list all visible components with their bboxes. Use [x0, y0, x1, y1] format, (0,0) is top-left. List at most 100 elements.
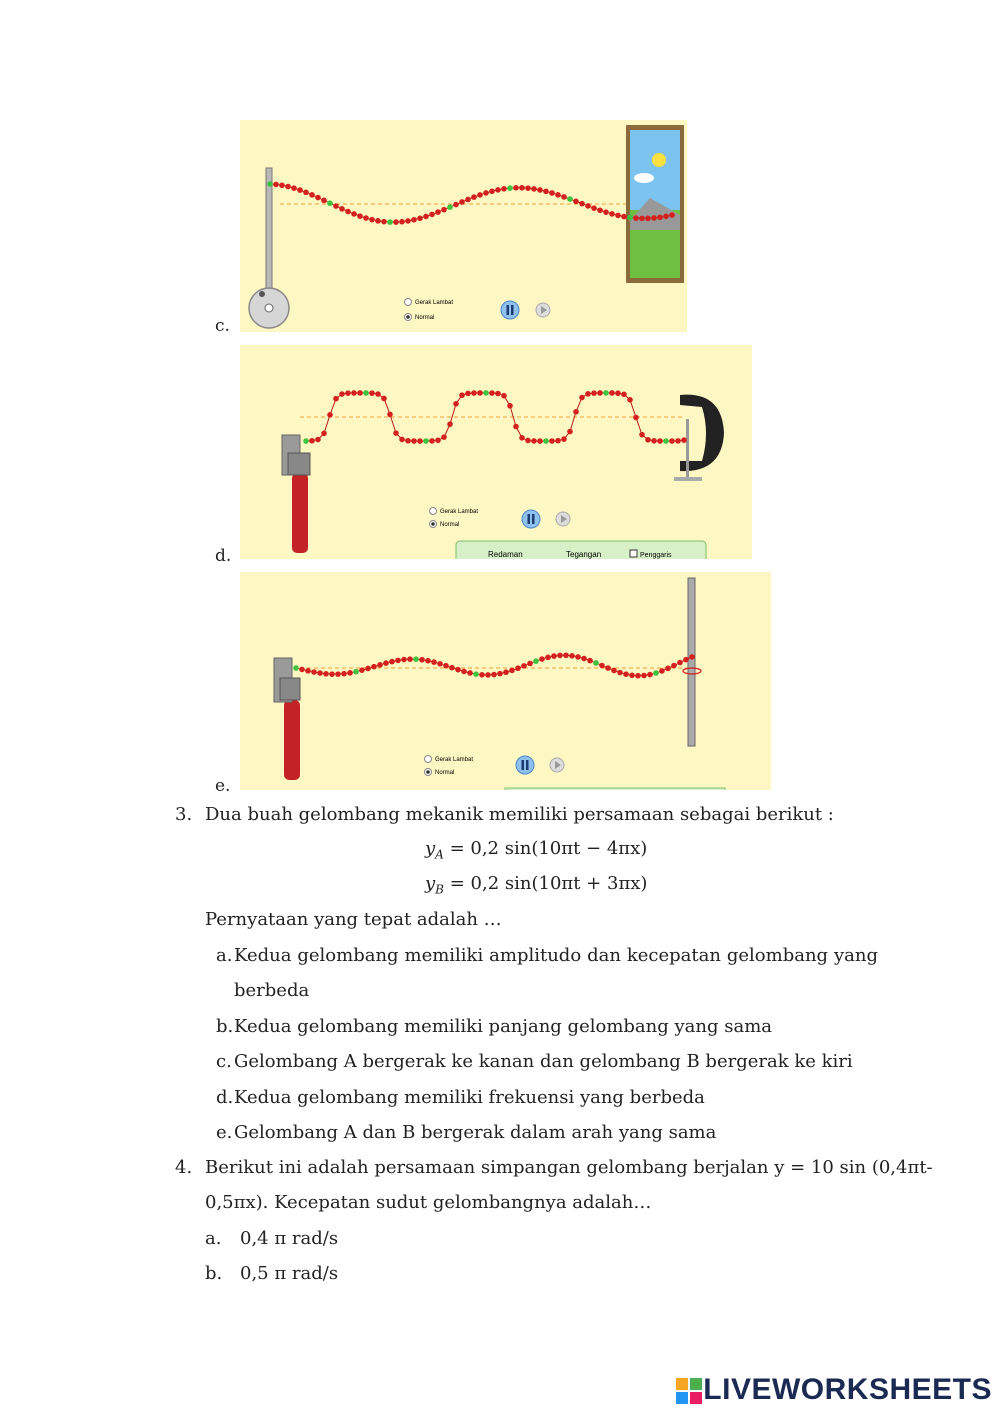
clamp-body [680, 394, 724, 472]
brand-text: LIVEWORKSHEETS [703, 1373, 992, 1406]
bead [527, 660, 533, 667]
pause-icon-bar1 [527, 514, 530, 524]
panel-e-label: e. [215, 776, 231, 796]
bead [471, 390, 477, 396]
bead [335, 671, 341, 677]
bead [285, 183, 291, 190]
marker-bead [267, 181, 273, 187]
q3-option-c-text[interactable]: Gelombang A bergerak ke kanan dan gelomb… [234, 1051, 853, 1072]
bead [549, 190, 555, 196]
bead [569, 652, 575, 659]
bead [345, 390, 351, 396]
bead [621, 391, 627, 398]
q3-option-a-text[interactable]: Kedua gelombang memiliki amplitudo dan k… [234, 945, 878, 966]
bead [543, 188, 549, 195]
bead [333, 395, 339, 402]
radio-slow[interactable] [424, 755, 432, 763]
liveworksheets-logo: LIVEWORKSHEETS [675, 1373, 992, 1407]
bead [483, 190, 489, 196]
bead [555, 192, 561, 198]
ruler-checkbox[interactable] [629, 549, 638, 558]
marker-bead [363, 390, 369, 396]
q4-option-a-text[interactable]: 0,4 π rad/s [240, 1228, 339, 1249]
marker-bead [423, 438, 429, 444]
radio-normal-dot [431, 522, 435, 526]
bead [591, 390, 597, 396]
radio-slow-label: Gerak Lambat [415, 300, 453, 306]
bead [561, 436, 567, 442]
radio-slow[interactable] [404, 298, 412, 306]
bead [465, 196, 471, 203]
bead [537, 187, 543, 193]
q3-option-e-letter: e. [216, 1122, 233, 1143]
q3-option-e-text[interactable]: Gelombang A dan B bergerak dalam arah ya… [234, 1122, 717, 1143]
bead [339, 206, 345, 212]
q3-equation-a: yA = 0,2 sin(10πt − 4πx) [425, 838, 648, 862]
tab-damping[interactable]: Redaman [488, 550, 523, 559]
bead [633, 414, 639, 421]
bead [369, 390, 375, 396]
bead [375, 218, 381, 224]
panel-e-svg: Gerak Lambat Normal [273, 577, 726, 790]
marker-bead [653, 670, 659, 676]
radio-slow[interactable] [429, 507, 437, 515]
bead [435, 437, 441, 444]
bead [381, 218, 387, 225]
bead [485, 672, 491, 678]
bead [605, 665, 611, 671]
string-beads [267, 181, 675, 225]
clamp-screw [686, 419, 689, 479]
wheel-hub [264, 303, 274, 313]
q3-option-b-text[interactable]: Kedua gelombang memiliki panjang gelomba… [234, 1016, 772, 1037]
bead [311, 669, 317, 675]
bead [389, 658, 395, 665]
pause-button[interactable] [515, 755, 535, 775]
wrench-handle [284, 700, 300, 780]
bead [611, 667, 617, 674]
bead [545, 654, 551, 661]
bead [539, 656, 545, 662]
bead [359, 667, 365, 673]
bead [341, 670, 347, 677]
pause-button[interactable] [521, 509, 541, 529]
bead [399, 436, 405, 443]
bead [477, 192, 483, 198]
marker-bead [567, 196, 573, 202]
bead [477, 390, 483, 396]
marker-bead [533, 658, 539, 664]
bead [669, 212, 675, 218]
bead [339, 391, 345, 397]
bead [671, 662, 677, 669]
bead [449, 664, 455, 671]
bead [609, 390, 615, 396]
bead [587, 657, 593, 664]
q3-option-b-letter: b. [216, 1016, 234, 1037]
clamp-base [674, 477, 702, 481]
wrench-jaw [279, 677, 301, 701]
q4-option-b-text[interactable]: 0,5 π rad/s [240, 1263, 339, 1284]
bead [345, 208, 351, 215]
radio-slow-label: Gerak Lambat [435, 757, 473, 763]
bead [461, 668, 467, 675]
bead [453, 201, 459, 208]
bead [597, 390, 603, 396]
bead [455, 666, 461, 673]
bead [621, 213, 627, 220]
pause-icon-bar2 [511, 305, 514, 315]
tab-tension[interactable]: Tegangan [566, 550, 601, 559]
marker-bead [327, 200, 333, 207]
bead [525, 185, 531, 191]
bead [405, 218, 411, 224]
bead [665, 665, 671, 672]
q3-equation-b: yB = 0,2 sin(10πt + 3πx) [425, 873, 648, 897]
q3-option-d-text[interactable]: Kedua gelombang memiliki frekuensi yang … [234, 1087, 705, 1108]
bead [627, 397, 633, 403]
bead [393, 430, 399, 436]
bead [641, 672, 647, 679]
bead [581, 655, 587, 662]
bead [401, 656, 407, 663]
pause-button[interactable] [500, 300, 520, 320]
marker-bead [303, 438, 309, 444]
bead [599, 662, 605, 669]
wheel-pin [259, 291, 265, 297]
